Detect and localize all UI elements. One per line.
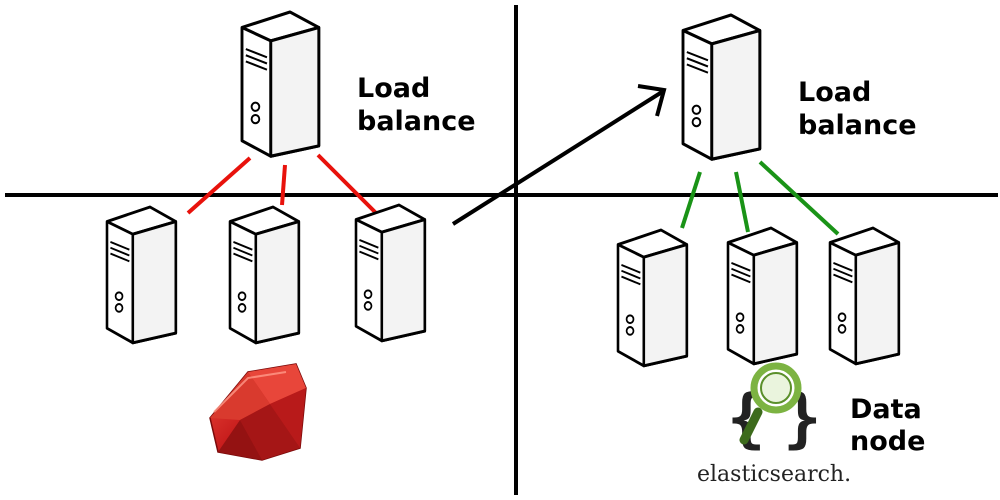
left-link-2 [280,164,287,206]
left-link-3 [316,153,378,215]
right-link-1 [680,171,702,229]
left-link-1 [186,156,252,215]
left-app-server-1-icon [105,205,178,345]
right-load-balance-label-line1: Load [798,77,872,108]
right-link-2 [734,171,750,233]
data-node-server-1-icon [616,228,689,368]
right-links [680,160,840,236]
left-app-server-2-icon [228,205,301,345]
left-app-server-3-icon [354,203,427,343]
ruby-logo [209,363,307,461]
data-node-label-line1: Data [850,394,922,425]
left-load-balance-label-line2: balance [357,106,476,137]
migration-arrow [451,84,667,226]
elasticsearch-logo: { } [727,362,822,456]
right-link-3 [758,160,840,236]
data-node-server-3-icon [828,226,901,366]
left-links [186,153,378,215]
right-load-balancer-server-icon [681,13,762,161]
left-load-balance-label-line1: Load [357,73,431,104]
data-node-label-line2: node [850,426,926,457]
data-node-server-2-icon [726,226,799,366]
elasticsearch-wordmark: elasticsearch. [697,462,852,487]
left-load-balancer-server-icon [240,10,321,158]
right-load-balance-label-line2: balance [798,110,917,141]
